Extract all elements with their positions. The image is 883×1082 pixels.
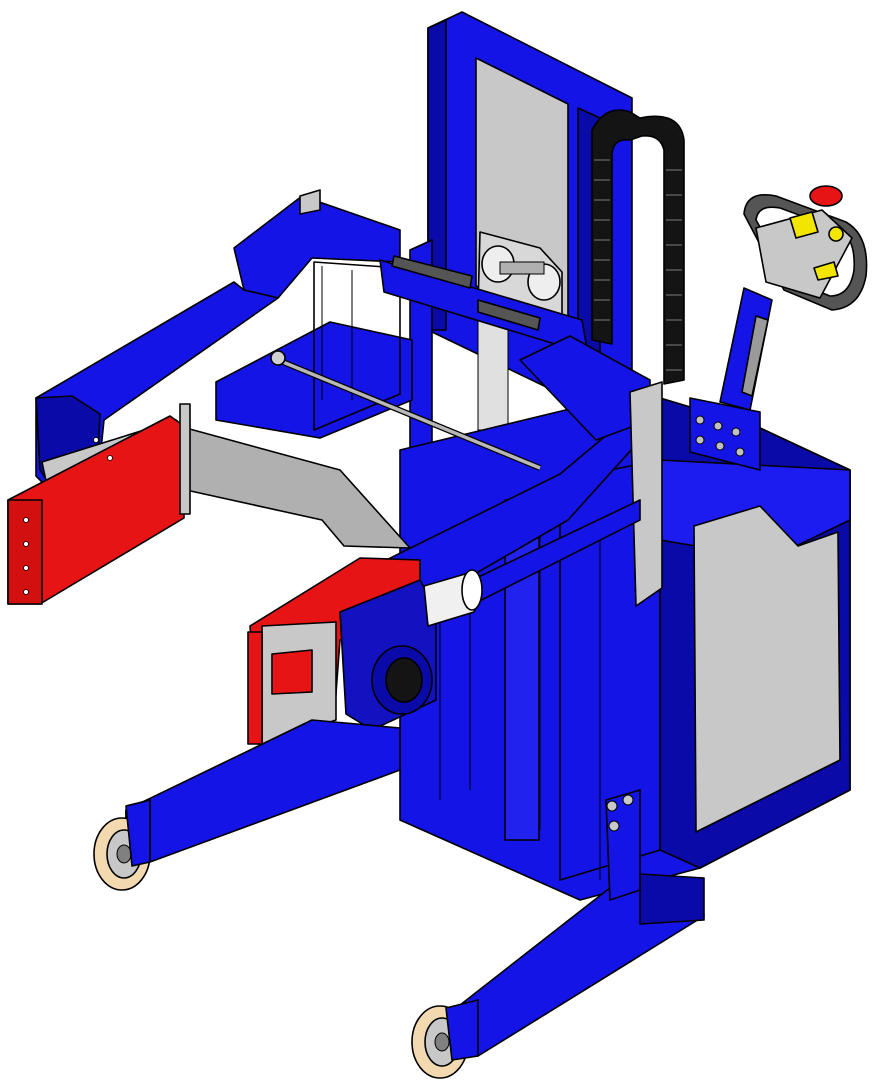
tiller-arm <box>689 287 773 471</box>
wheel-right <box>411 999 479 1079</box>
cable-chain <box>591 109 685 385</box>
tiller-handle <box>743 185 868 311</box>
front-leg-right <box>445 789 705 1057</box>
side-panel <box>693 505 841 833</box>
clamp-pad-left <box>7 403 191 605</box>
wheel-left <box>93 799 151 891</box>
steel-band <box>185 427 411 549</box>
gear-motor <box>339 569 483 731</box>
